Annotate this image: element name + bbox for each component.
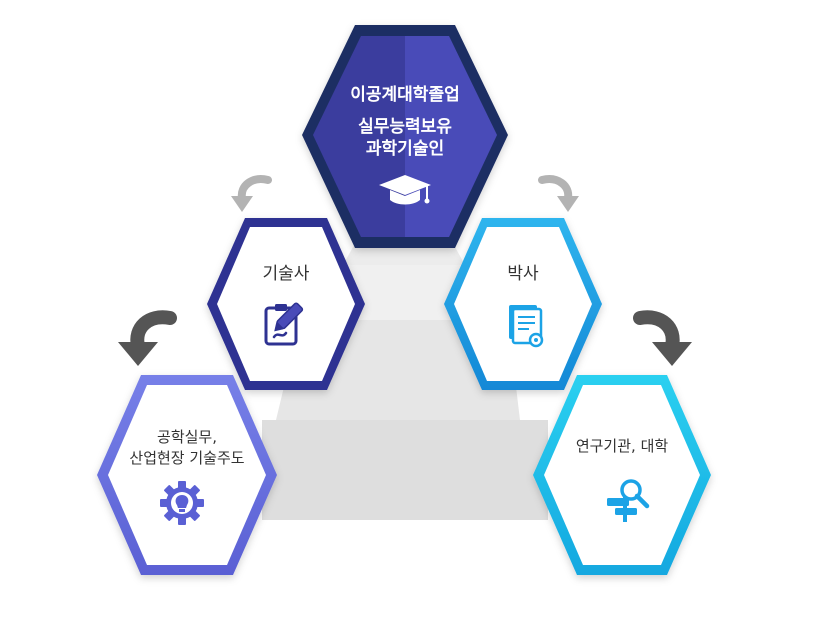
graduation-cap-icon xyxy=(379,175,431,205)
hexagon-engineer-fill xyxy=(217,227,355,381)
arrow-top-to-doctor xyxy=(538,175,579,212)
hexagon-engineer xyxy=(207,218,365,390)
hexagon-doctor xyxy=(444,218,602,390)
arrow-engineer-to-industry xyxy=(118,310,177,366)
hexagon-doctor-fill xyxy=(454,227,592,381)
top-line-2: 실무능력보유 xyxy=(358,117,452,137)
certificate-document-icon xyxy=(509,305,544,348)
hexagon-research xyxy=(533,375,711,575)
top-line-1: 이공계대학졸업 xyxy=(350,85,460,105)
hexagon-industry xyxy=(97,375,277,575)
magnifier-signpost-icon xyxy=(607,479,650,522)
clipboard-pencil-icon xyxy=(264,302,304,346)
hexagon-industry-fill xyxy=(108,385,266,565)
gear-lightbulb-icon xyxy=(160,481,204,525)
hexagon-research-fill xyxy=(544,385,700,565)
top-node-label: 이공계대학졸업 실무능력보유 과학기술인 xyxy=(305,84,505,160)
pyramid-step-bottom xyxy=(262,420,548,520)
industry-line-1: 공학실무, xyxy=(157,428,217,446)
arrows xyxy=(118,175,692,366)
arrow-top-to-engineer xyxy=(231,175,272,212)
arrow-doctor-to-research xyxy=(633,310,692,366)
hexagon-top-fill xyxy=(313,36,497,237)
top-line-3: 과학기술인 xyxy=(365,139,445,159)
industry-line-2: 산업현장 기술주도 xyxy=(129,449,245,467)
hexagon-top-graduate xyxy=(302,25,508,248)
doctor-label: 박사 xyxy=(507,264,539,284)
research-label: 연구기관, 대학 xyxy=(575,437,669,455)
industry-label: 공학실무, 산업현장 기술주도 xyxy=(97,427,277,469)
engineer-label: 기술사 xyxy=(262,264,310,284)
